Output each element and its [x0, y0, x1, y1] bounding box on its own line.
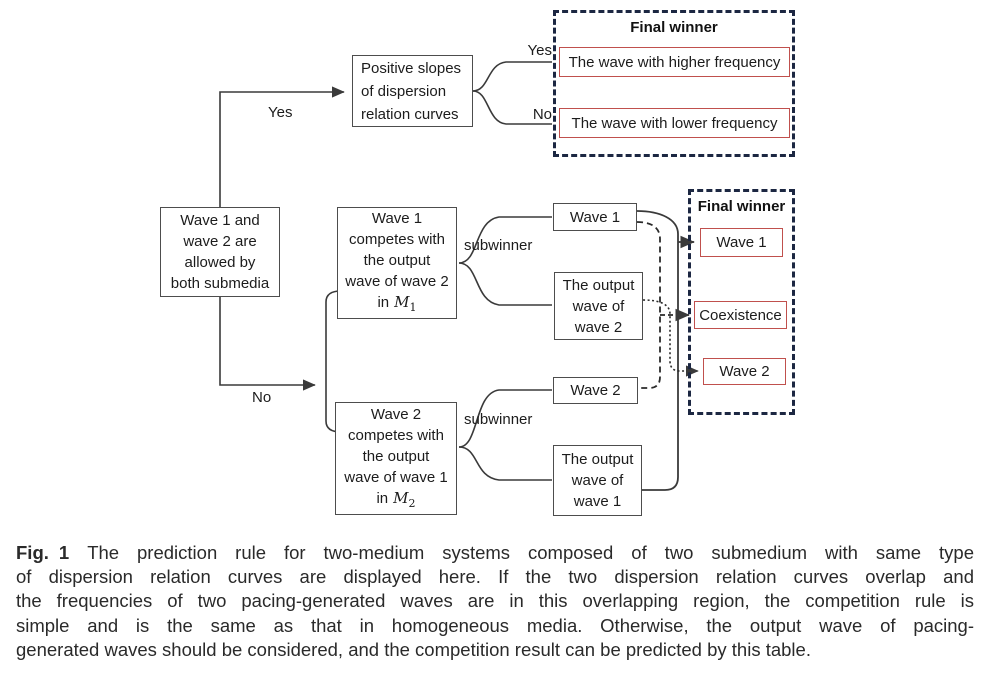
fig-label: Fig. — [16, 542, 49, 563]
caption-line-2: of dispersion relation curves are displa… — [16, 566, 974, 588]
wave2-competes-text: Wave 2 competes with the output wave of … — [344, 405, 448, 486]
higher-frequency-result-box: The wave with higher frequency — [559, 47, 790, 77]
top-final-winner-title: Final winner — [630, 19, 718, 36]
wave2-subwinner-text: Wave 2 — [570, 382, 621, 399]
medium-1-symbol: M1 — [394, 293, 417, 314]
wave1-subwinner-text: Wave 1 — [569, 208, 621, 226]
output-wave2-box: The output wave of wave 2 — [554, 272, 643, 340]
top-yes-label: Yes — [527, 42, 552, 59]
subwinner-label-2: subwinner — [464, 411, 533, 428]
wave1-competes-box: Wave 1 competes with the output wave of … — [337, 207, 457, 319]
positive-slopes-text: Positive slopes of dispersion relation c… — [361, 59, 462, 123]
caption-line-4: simple and is the same as that in homoge… — [16, 614, 974, 636]
wave2-subwinner-box: Wave 2 — [553, 377, 638, 404]
flow-diagram: Wave 1 and wave 2 are allowed by both su… — [160, 10, 795, 516]
final-coexistence-box: Coexistence — [694, 301, 787, 329]
caption-line-5: generated waves should be considered, an… — [16, 638, 811, 660]
final-wave1-box: Wave 1 — [700, 228, 783, 257]
top-no-label: No — [532, 106, 552, 123]
subwinner-label-1: subwinner — [464, 237, 533, 254]
root-condition-box: Wave 1 and wave 2 are allowed by both su… — [160, 207, 280, 297]
yes-branch-label: Yes — [268, 104, 293, 121]
lower-frequency-result-box: The wave with lower frequency — [559, 108, 790, 138]
output-wave1-box: The output wave of wave 1 — [553, 445, 642, 516]
medium-2-symbol: M2 — [393, 488, 416, 510]
top-final-winner-box: Final winner — [553, 10, 795, 157]
in-label: in — [376, 489, 389, 507]
final-wave2-box: Wave 2 — [703, 358, 786, 385]
positive-slopes-box: Positive slopes of dispersion relation c… — [352, 55, 473, 127]
output-wave1-text: The output wave of wave 1 — [561, 451, 634, 510]
caption-line-3: the frequencies of two pacing-generated … — [16, 590, 974, 612]
final-wave1-text: Wave 1 — [716, 234, 767, 251]
final-wave2-text: Wave 2 — [719, 363, 770, 380]
final-coexistence-text: Coexistence — [699, 306, 782, 324]
right-final-winner-title: Final winner — [697, 198, 786, 215]
wave1-subwinner-box: Wave 1 — [553, 203, 637, 231]
fig-number: 1 — [58, 542, 70, 563]
wave1-competes-text: Wave 1 competes with the output wave of … — [345, 210, 449, 290]
right-final-winner-box: Final winner — [688, 189, 795, 415]
no-branch-label: No — [252, 389, 272, 406]
root-condition-text: Wave 1 and wave 2 are allowed by both su… — [170, 212, 270, 292]
lower-frequency-result-text: The wave with lower frequency — [571, 114, 778, 132]
in-label: in — [377, 294, 390, 311]
output-wave2-text: The output wave of wave 2 — [562, 276, 635, 336]
connector-layer — [219, 61, 699, 491]
wave2-competes-box: Wave 2 competes with the output wave of … — [335, 402, 457, 515]
higher-frequency-result-text: The wave with higher frequency — [568, 53, 781, 71]
